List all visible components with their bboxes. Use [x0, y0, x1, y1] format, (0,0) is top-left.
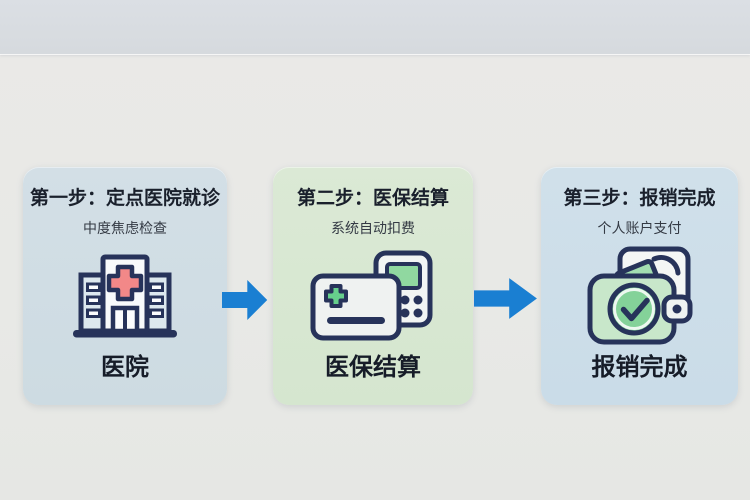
step-1-title: 第一步：定点医院就诊: [29, 188, 220, 209]
step-1-label: 医院: [101, 353, 149, 381]
top-band: [0, 0, 750, 54]
insurance-card-calculator-icon: [273, 237, 473, 355]
step-2-title: 第二步：医保结算: [296, 188, 449, 209]
wallet-check-icon: [541, 237, 738, 355]
arrow-right-icon: [474, 278, 537, 319]
arrow-right-icon: [222, 280, 268, 320]
step-3-title: 第三步：报销完成: [563, 188, 716, 209]
step-card-2: 第二步：医保结算 系统自动扣费 医保结算: [273, 167, 473, 405]
step-card-1: 第一步：定点医院就诊 中度焦虑检查: [23, 167, 227, 405]
step-card-3: 第三步：报销完成 个人账户支付 报销完成: [541, 167, 738, 405]
step-3-subtitle: 个人账户支付: [597, 219, 682, 236]
step-2-subtitle: 系统自动扣费: [331, 219, 415, 236]
step-1-subtitle: 中度焦虑检查: [83, 219, 167, 236]
step-2-label: 医保结算: [325, 353, 421, 381]
step-3-label: 报销完成: [591, 353, 688, 381]
hospital-icon: [23, 237, 227, 355]
